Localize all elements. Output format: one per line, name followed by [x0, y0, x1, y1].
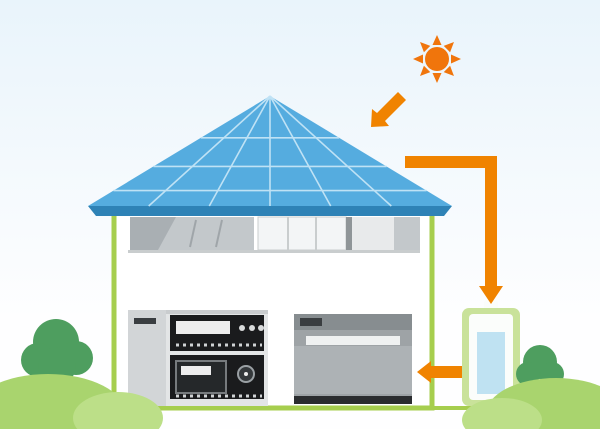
window-post	[346, 217, 352, 250]
sun-ray	[420, 42, 431, 53]
bush-right-small	[462, 398, 542, 429]
dishwasher-control	[300, 318, 322, 326]
oven-display	[181, 366, 211, 375]
dishwasher	[294, 314, 412, 404]
appliance-cabinet-top	[128, 310, 268, 314]
sun-ray	[451, 54, 461, 64]
vent-louver-shade	[130, 217, 176, 250]
battery-level-window	[477, 332, 505, 394]
sun-ray	[443, 42, 454, 53]
energy-flow-arrows	[371, 92, 503, 383]
sun-ray	[413, 54, 423, 64]
dishwasher-handle-slot	[306, 336, 400, 345]
dishwasher-top-strip	[294, 314, 412, 330]
solar-panel-roof	[88, 95, 452, 216]
bushes	[0, 374, 600, 429]
battery-to-appliance-arrow	[417, 361, 462, 383]
sun-core	[425, 47, 449, 71]
house	[111, 203, 435, 411]
storage-battery	[462, 300, 520, 406]
window-band-sill	[128, 250, 420, 253]
vent-slat	[189, 219, 197, 248]
dishwasher-door	[294, 346, 412, 394]
control-panel-display	[176, 321, 230, 334]
second-floor-windows	[128, 216, 420, 253]
sun-ray	[443, 65, 454, 76]
control-knob	[258, 325, 264, 331]
sun-ray	[420, 65, 431, 76]
roof-to-battery-arrow	[405, 156, 503, 304]
dishwasher-kickplate	[294, 396, 412, 404]
vent-slat	[215, 219, 223, 248]
sunlight-arrow	[371, 92, 406, 127]
solar-panel-grid	[113, 95, 427, 207]
sun-ray	[432, 73, 442, 83]
oven-window	[175, 360, 227, 394]
roof-eave-edge	[88, 206, 452, 216]
sun-ray	[432, 35, 442, 45]
oven-dial-dot	[244, 372, 248, 376]
control-knob	[239, 325, 245, 331]
side-column-handle	[134, 318, 156, 324]
window-pane-right-shade	[394, 217, 420, 250]
sun-icon	[413, 35, 461, 83]
bush-left-small	[73, 392, 163, 429]
control-knob	[249, 325, 255, 331]
appliance-side-column	[128, 310, 166, 406]
kitchen-appliance-stack	[128, 310, 268, 406]
window-pane-center	[257, 216, 347, 251]
